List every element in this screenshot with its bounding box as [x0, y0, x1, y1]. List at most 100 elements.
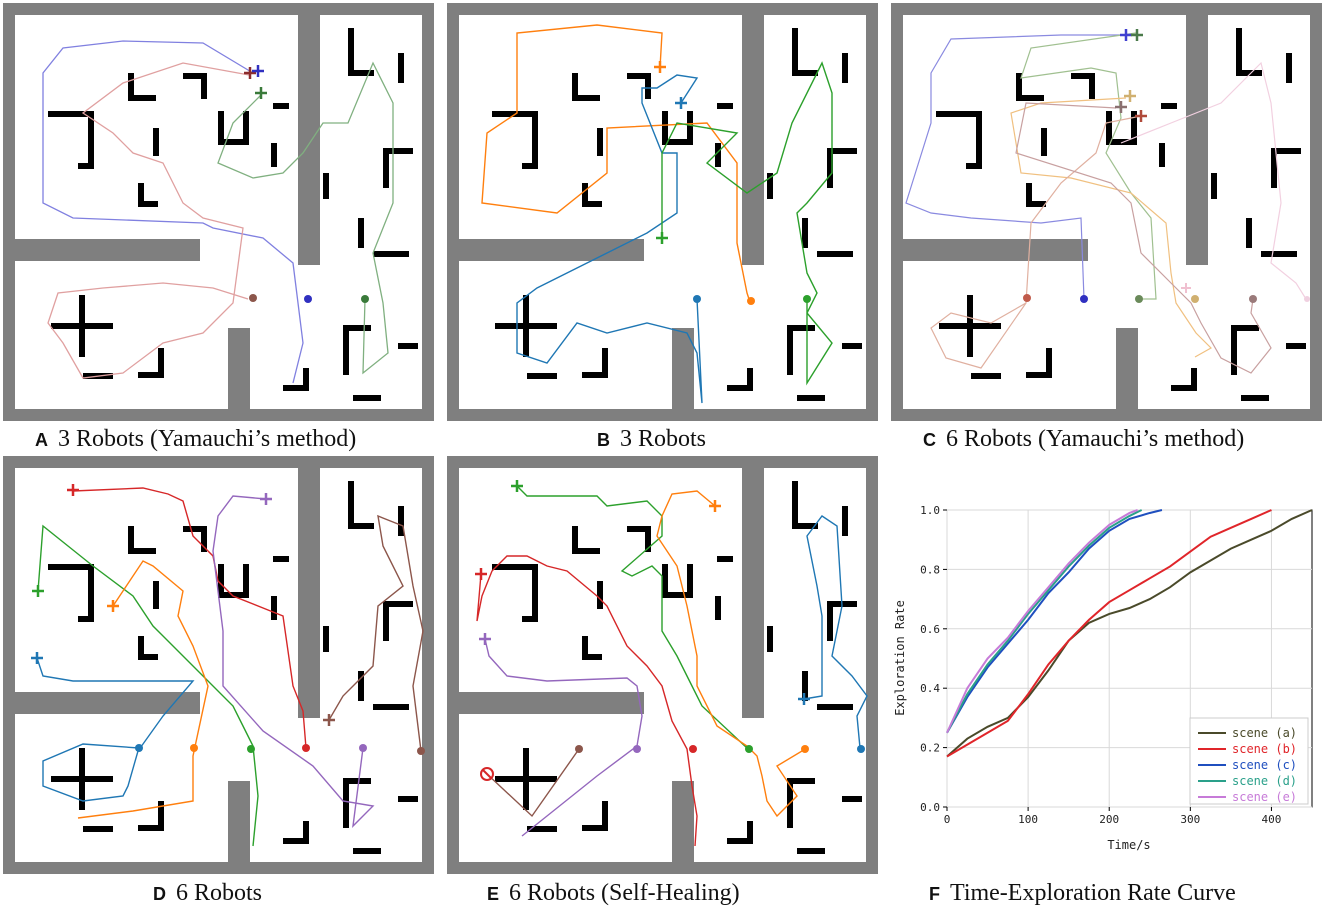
obstacle [645, 526, 651, 552]
obstacle [717, 556, 733, 562]
obstacle [797, 395, 825, 401]
obstacle [1046, 348, 1052, 378]
wall [3, 409, 434, 421]
wall [3, 456, 434, 468]
x-tick-label: 200 [1099, 813, 1119, 826]
obstacle [817, 251, 853, 257]
wall [298, 3, 320, 265]
obstacle [687, 564, 693, 598]
obstacle [1191, 368, 1197, 388]
robot-path [481, 24, 750, 300]
obstacle [183, 526, 207, 532]
start-marker [575, 745, 583, 753]
obstacle [358, 218, 364, 248]
obstacle [1159, 143, 1165, 167]
robot-path [516, 74, 703, 404]
obstacle [1241, 395, 1269, 401]
robot-path [212, 495, 375, 828]
obstacle [827, 148, 833, 188]
legend-label: scene (c) [1232, 758, 1297, 772]
obstacle [158, 801, 164, 831]
obstacle [492, 564, 532, 570]
obstacle [532, 111, 538, 169]
obstacle [1016, 95, 1044, 101]
obstacle [348, 70, 374, 76]
panel-title: 6 Robots (Yamauchi’s method) [946, 426, 1245, 452]
obstacle [967, 295, 973, 357]
wall [459, 692, 644, 714]
start-marker [359, 744, 367, 752]
robot-paths-e [476, 485, 868, 847]
obstacle [1271, 148, 1301, 154]
panel-e [447, 456, 878, 874]
obstacle [138, 201, 158, 207]
obstacle [717, 103, 733, 109]
start-marker [1191, 295, 1199, 303]
wall [1310, 3, 1322, 421]
robot-path [217, 61, 394, 375]
legend-items: scene (a)scene (b)scene (c)scene (d)scen… [1198, 726, 1297, 804]
wall [447, 3, 459, 421]
obstacle [582, 825, 608, 831]
end-marker [67, 484, 79, 496]
obstacle [582, 183, 588, 207]
obstacle [792, 523, 818, 529]
obstacle [572, 526, 578, 552]
panel-title: 3 Robots [620, 426, 707, 452]
end-marker [709, 500, 721, 512]
obstacle [78, 616, 94, 622]
obstacle [802, 218, 808, 248]
end-marker [1120, 29, 1132, 41]
end-marker [252, 65, 264, 77]
robot-path [930, 115, 1142, 369]
robot-paths-a [42, 40, 394, 384]
obstacle [715, 143, 721, 167]
panel-b [447, 3, 878, 421]
grid-lines [946, 509, 1312, 808]
panel-title: 3 Robots (Yamauchi’s method) [58, 426, 357, 452]
legend-label: scene (e) [1232, 790, 1297, 804]
end-marker [654, 61, 666, 73]
wall [15, 692, 200, 714]
robot-markers-a [244, 65, 369, 303]
obstacle [343, 325, 349, 375]
robot-markers-e [475, 480, 865, 781]
robot-markers-b [654, 61, 811, 305]
obstacle [1089, 73, 1095, 99]
obstacle [715, 596, 721, 620]
start-marker [801, 745, 809, 753]
obstacle [687, 111, 693, 145]
start-marker [302, 744, 310, 752]
obstacle [373, 251, 409, 257]
obstacle [572, 95, 600, 101]
obstacle [323, 173, 329, 199]
end-marker [323, 714, 335, 726]
obstacle [153, 581, 159, 609]
wall [422, 456, 434, 874]
wall [447, 862, 878, 874]
obstacle [1171, 385, 1197, 391]
obstacle [727, 838, 753, 844]
y-tick-label: 0.8 [920, 563, 940, 576]
start-marker [361, 295, 369, 303]
obstacle [88, 564, 94, 622]
end-marker [1124, 90, 1136, 102]
obstacle [842, 506, 848, 536]
map-a [3, 3, 434, 421]
obstacle [492, 111, 532, 117]
obstacle [1016, 73, 1022, 99]
obstacle [727, 385, 753, 391]
start-marker [190, 744, 198, 752]
panel-c [891, 3, 1322, 421]
end-marker [107, 600, 119, 612]
obstacle [358, 671, 364, 701]
start-marker [1080, 295, 1088, 303]
wall [3, 3, 434, 15]
map-d [3, 456, 434, 874]
wall [672, 781, 694, 862]
series-line [946, 509, 1163, 734]
panel-title: Time-Exploration Rate Curve [950, 880, 1236, 906]
obstacle [243, 111, 249, 145]
end-marker [1131, 29, 1143, 41]
